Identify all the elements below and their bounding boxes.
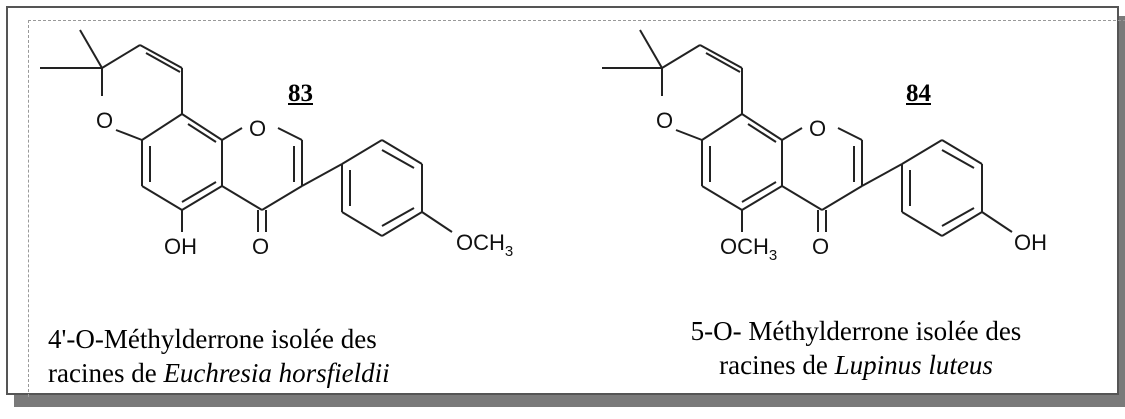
bond [741, 113, 783, 141]
bond [741, 181, 777, 203]
bond [341, 139, 383, 165]
substituent-4prime-label: OCH3 [456, 230, 513, 260]
bond [181, 185, 223, 211]
species-name: Euchresia horsfieldii [163, 358, 390, 388]
bond [101, 44, 141, 69]
compound-number: 83 [288, 80, 313, 107]
substituent-4prime-label: OH [1014, 230, 1047, 255]
bond [145, 52, 181, 73]
bond [141, 113, 183, 141]
bonds-83 [40, 29, 453, 237]
bond [941, 149, 975, 169]
pyran-oxygen-label: O [656, 108, 673, 133]
bond [741, 185, 783, 211]
substituent-5-label: OCH3 [720, 234, 777, 264]
methyl-bond [639, 29, 663, 69]
bond [181, 181, 217, 203]
bond [381, 149, 415, 169]
bond [139, 44, 183, 69]
bond [115, 129, 143, 141]
bond [747, 123, 777, 143]
bond [781, 185, 823, 211]
bond [675, 129, 703, 141]
caption-line-2: racines de Euchresia horsfieldii [48, 356, 390, 390]
bond [837, 127, 863, 141]
bond [341, 211, 383, 237]
bond [301, 163, 343, 187]
chromone-oxygen-label: O [249, 116, 266, 141]
figure-inner-border [28, 20, 1125, 397]
bond [661, 44, 701, 69]
bond [781, 127, 803, 141]
caption-84: 5-O- Méthylderrone isolée des racines de… [636, 314, 1076, 382]
bond [699, 44, 743, 69]
caption-line-1: 4'-O-Méthylderrone isolée des [48, 324, 377, 354]
bond [261, 185, 303, 211]
bond [941, 211, 983, 237]
carbonyl-oxygen-label: O [812, 234, 829, 259]
bond [941, 207, 975, 227]
bond [705, 52, 741, 73]
bond [901, 139, 943, 165]
bond [941, 139, 983, 165]
bond [701, 113, 743, 141]
substituent-5-label: OH [164, 234, 197, 259]
bond [981, 211, 1013, 233]
bond [277, 127, 303, 141]
caption-line-1: 5-O- Méthylderrone isolée des [690, 316, 1022, 346]
bond [381, 139, 423, 165]
structure-83: O O O OH OCH3 [40, 29, 513, 260]
figure-frame [6, 6, 1119, 395]
methyl-bond [79, 29, 103, 69]
bond [187, 123, 217, 143]
bond [381, 207, 415, 227]
caption-83: 4'-O-Méthylderrone isolée des racines de… [48, 322, 390, 390]
compound-number: 84 [906, 80, 931, 107]
bond [421, 211, 453, 233]
bond [141, 185, 183, 211]
bond [821, 185, 863, 211]
bond [221, 127, 243, 141]
bond [701, 185, 743, 211]
species-name: Lupinus luteus [834, 350, 993, 380]
pyran-oxygen-label: O [96, 108, 113, 133]
chromone-oxygen-label: O [809, 116, 826, 141]
bond [901, 211, 943, 237]
bond [381, 211, 423, 237]
caption-prefix: racines de [719, 350, 835, 380]
bond [221, 185, 263, 211]
structure-84: O O O OCH3 OH [602, 29, 1047, 264]
carbonyl-oxygen-label: O [252, 234, 269, 259]
bonds-84 [602, 29, 1013, 237]
caption-line-2: racines de Lupinus luteus [636, 348, 1076, 382]
caption-prefix: racines de [48, 358, 164, 388]
bond [181, 113, 223, 141]
bond [861, 163, 903, 187]
